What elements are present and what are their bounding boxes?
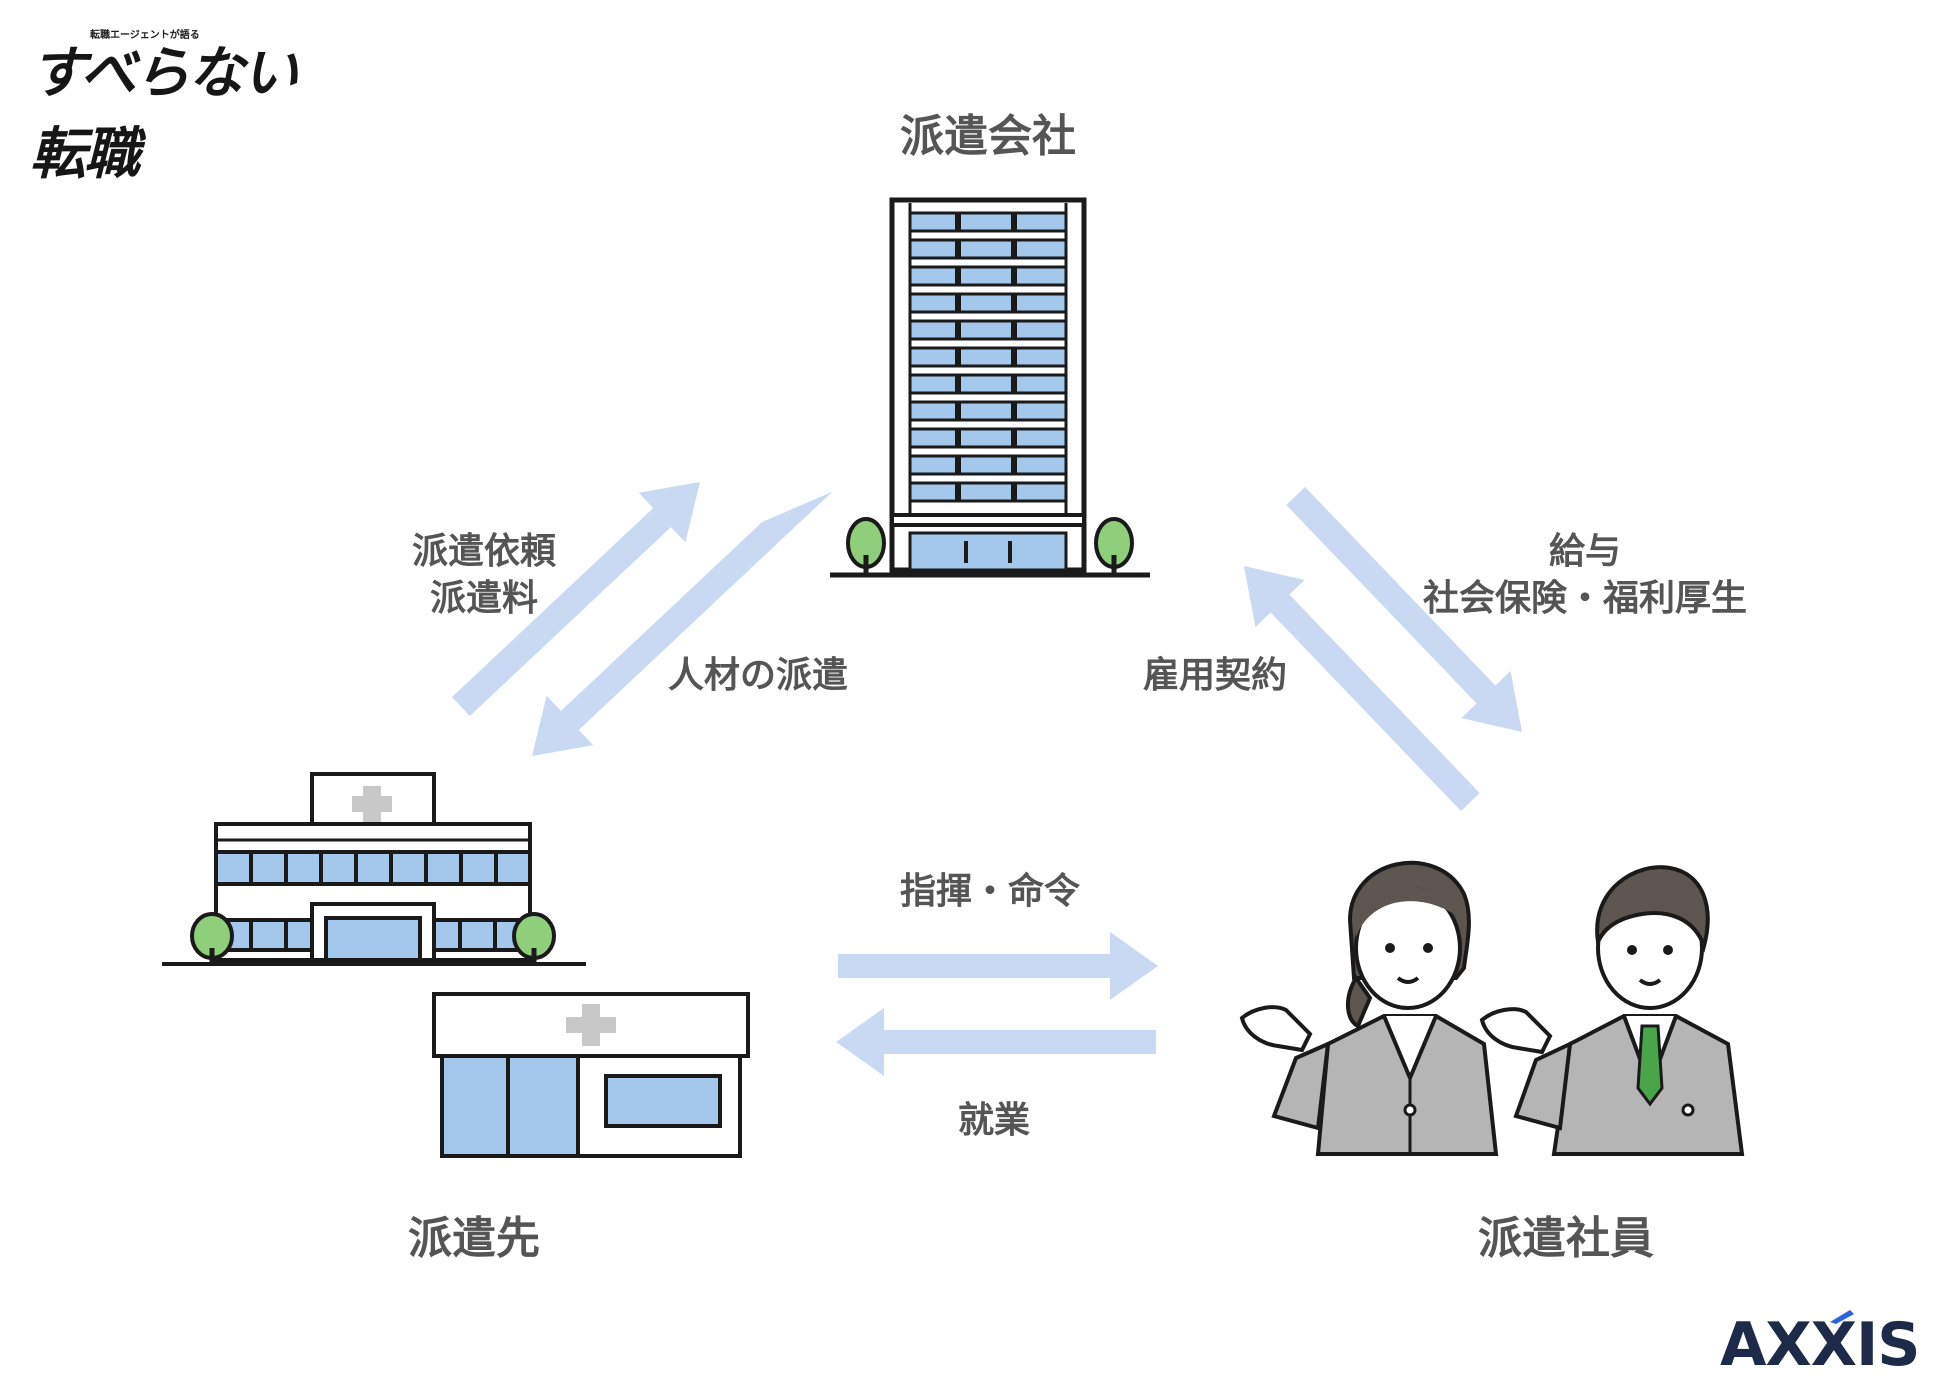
dispatch-arrow-icon: [532, 491, 833, 756]
salary-label-line2: 社会保険・福利厚生: [1422, 578, 1747, 619]
logo-tagline: 転職エージェントが語る: [90, 30, 200, 41]
salary-arrow-icon: [1286, 486, 1522, 732]
command-arrow-icon: [838, 932, 1158, 1000]
businesswoman-icon: [1239, 860, 1499, 1156]
office-window-row: [908, 265, 1068, 287]
office-window-row: [908, 427, 1068, 449]
employment-arrow-icon: [1244, 566, 1480, 812]
logo-name: すべらない転職: [30, 40, 298, 187]
brand-name: AXXIS: [1720, 1310, 1920, 1380]
office-window-row: [908, 373, 1068, 395]
request-arrow-icon: [399, 482, 700, 747]
work-arrow-icon: [836, 1008, 1156, 1076]
worker-label: 派遣社員: [1478, 1213, 1654, 1264]
request-label-line2: 派遣料: [429, 578, 538, 619]
office-window-row: [908, 292, 1068, 314]
request-label-line1: 派遣依頼: [411, 531, 556, 572]
command-label: 指揮・命令: [900, 871, 1081, 912]
office-window-row: [908, 319, 1068, 341]
salary-label: 給与 社会保険・福利厚生: [1405, 528, 1765, 622]
agency-label: 派遣会社: [900, 111, 1076, 162]
office-window-row: [908, 454, 1068, 476]
client-label: 派遣先: [408, 1213, 540, 1264]
office-window-row: [908, 400, 1068, 422]
office-window-row: [908, 211, 1068, 233]
brand-accent-icon: [1830, 1310, 1854, 1324]
dispatch-label: 人材の派遣: [668, 655, 849, 696]
work-label: 就業: [958, 1100, 1031, 1141]
tree-icon: [1094, 517, 1134, 575]
clinic-icon: [432, 992, 750, 1158]
tree-icon: [512, 912, 556, 966]
office-window-row: [908, 481, 1068, 503]
employment-label: 雇用契約: [1143, 655, 1288, 696]
request-label: 派遣依頼 派遣料: [404, 528, 564, 622]
site-logo[interactable]: すべらない転職 転職エージェントが語る: [30, 20, 350, 187]
business-people-icon: [1239, 860, 1745, 1156]
hospital-icon: [162, 772, 586, 966]
tree-icon: [846, 517, 886, 575]
businessman-icon: [1479, 865, 1745, 1156]
brand-logo[interactable]: AXXIS: [1720, 1310, 1930, 1385]
office-window-row: [908, 238, 1068, 260]
office-building-icon: [830, 197, 1150, 578]
office-window-row: [908, 346, 1068, 368]
salary-label-line1: 給与: [1548, 531, 1621, 572]
